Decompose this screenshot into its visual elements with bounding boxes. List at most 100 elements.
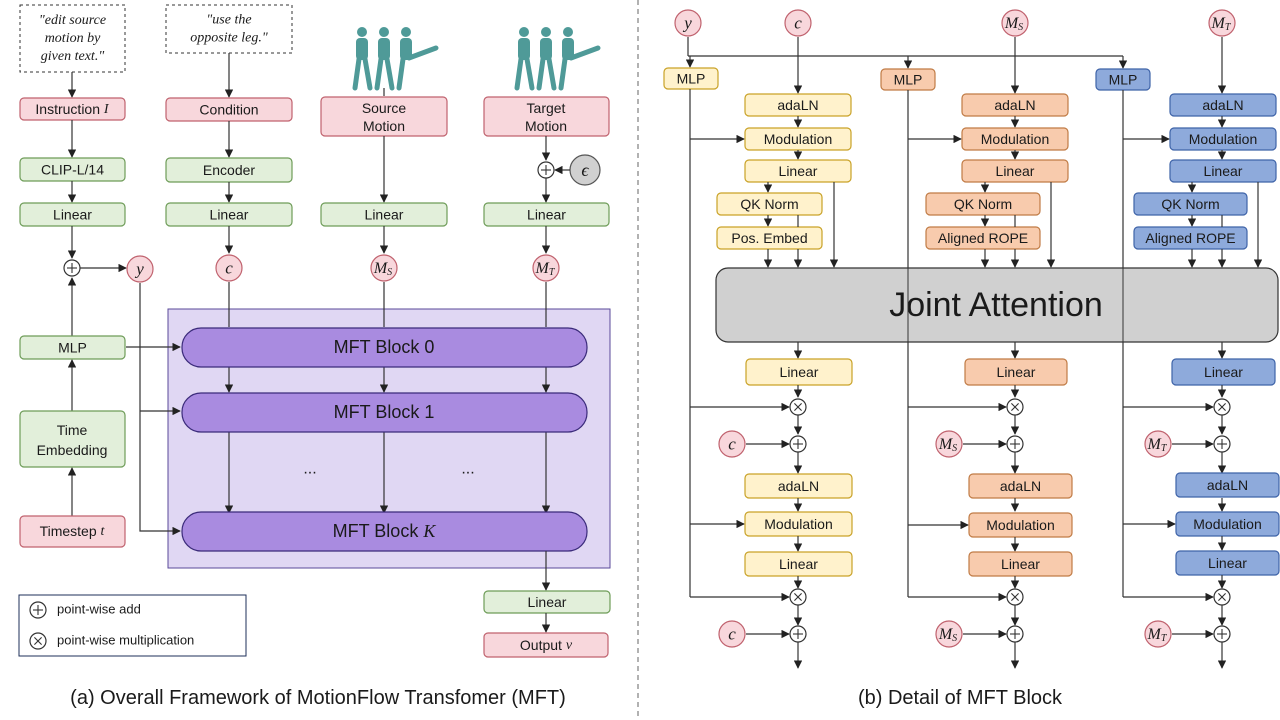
target-aligned-rope	[1133, 226, 1248, 250]
mft-block-1-label: MFT Block 1	[334, 402, 435, 422]
source-residual-2-base: M	[938, 626, 954, 643]
caption-left: (a) Overall Framework of MotionFlow Tran…	[70, 687, 566, 709]
condition-linear-1-label: Linear	[779, 163, 818, 179]
condition-pos-embed-label: Pos. Embed	[731, 230, 807, 246]
source-modulation-2-label: Modulation	[986, 517, 1055, 533]
target-mul-1-stroke-b	[1218, 403, 1226, 411]
output-label: Output v	[520, 637, 573, 653]
source-linear-2	[964, 358, 1068, 386]
source-adaln-2	[968, 473, 1073, 499]
linear-output-box	[483, 590, 611, 614]
condition-quote-line: opposite leg."	[190, 31, 268, 46]
condition-qknorm	[716, 192, 823, 216]
figure-leg	[524, 56, 535, 91]
condition-mlp-box-label: MLP	[677, 71, 706, 87]
source-linear-1-label: Linear	[996, 163, 1035, 179]
linear-condition-box-label: Linear	[210, 207, 249, 223]
mft-block-0-label-text: MFT Block 0	[334, 337, 435, 357]
target-linear-2-label: Linear	[1204, 364, 1243, 380]
target-aligned-rope-label: Aligned ROPE	[1145, 230, 1235, 246]
instruction-quote-line: "edit source	[39, 13, 106, 28]
target-qknorm-label: QK Norm	[1161, 196, 1219, 212]
mlp-time-box	[19, 335, 126, 360]
target-linear-3	[1175, 550, 1280, 576]
joint-attention-box	[715, 267, 1279, 343]
source-mul-1-stroke-b	[1011, 403, 1019, 411]
condition-linear-3-label: Linear	[779, 556, 818, 572]
target-modulation-2-label: Modulation	[1193, 516, 1262, 532]
source-linear-3-label: Linear	[1001, 556, 1040, 572]
mft-block-1	[181, 392, 588, 433]
condition-residual-1	[718, 430, 746, 458]
mft-block-2-label-var: K	[422, 521, 436, 541]
target-motion-line: Motion	[525, 118, 567, 134]
condition-quote	[165, 4, 293, 54]
source-residual-1	[935, 430, 963, 458]
time-embedding-line: Time	[57, 422, 88, 438]
source-aligned-rope	[925, 226, 1041, 250]
target-linear-2	[1171, 358, 1276, 386]
figure-head	[401, 27, 411, 37]
figure-head	[357, 27, 367, 37]
target-modulation-1-label: Modulation	[1189, 131, 1258, 147]
timestep-label: Timestep t	[40, 523, 106, 539]
detail-ms-variable-base: M	[1004, 15, 1020, 32]
instruction-quote-line: motion by	[45, 31, 101, 46]
ellipsis-left: ...	[303, 461, 316, 478]
timestep-box	[19, 515, 126, 548]
figure-torso	[540, 38, 552, 60]
timestep-label-var: t	[101, 524, 106, 539]
figure-kick-leg	[406, 45, 439, 61]
mft-block-2	[181, 511, 588, 552]
instruction-label-text: Instruction	[35, 101, 103, 117]
figure-torso	[518, 38, 530, 60]
figure-leg	[546, 56, 557, 91]
figure-leg	[352, 56, 362, 91]
mt-variable-symbol: MT	[535, 260, 556, 278]
figure-kick-leg	[568, 45, 601, 61]
detail-mt-variable	[1208, 9, 1236, 37]
mft-block-1-label-text: MFT Block 1	[334, 402, 435, 422]
figure-torso	[562, 38, 574, 60]
instruction-label-var: I	[103, 102, 110, 117]
condition-box-label: Condition	[199, 102, 258, 118]
target-motion-line: Target	[527, 100, 566, 116]
condition-linear-1	[744, 159, 852, 183]
target-adaln-2-label: adaLN	[1207, 477, 1248, 493]
instruction-quote-line: given text."	[41, 49, 105, 64]
arrow-y-blockK	[139, 283, 181, 536]
source-residual-2-sub: S	[952, 633, 957, 644]
time-embedding-line: Embedding	[37, 442, 108, 458]
detail-ms-variable-sub: S	[1018, 22, 1023, 33]
condition-pos-embed	[716, 226, 823, 250]
figure-leg	[558, 56, 568, 91]
target-mul-2-stroke-b	[1218, 593, 1226, 601]
target-qknorm	[1133, 192, 1248, 216]
ellipsis-right: ...	[461, 461, 474, 478]
condition-residual-2	[718, 620, 746, 648]
source-linear-2-label: Linear	[997, 364, 1036, 380]
target-residual-2-base: M	[1147, 626, 1163, 643]
linear-output-box-label: Linear	[528, 594, 567, 610]
ms-variable	[370, 254, 398, 282]
linear-source-box-label: Linear	[365, 207, 404, 223]
c-variable	[215, 254, 243, 282]
source-qknorm-label: QK Norm	[954, 196, 1012, 212]
source-adaln-2-label: adaLN	[1000, 478, 1041, 494]
detail-ms-variable	[1001, 9, 1029, 37]
timestep-label-text: Timestep	[40, 523, 101, 539]
linear-text-box-label: Linear	[53, 207, 92, 223]
detail-y-variable-symbol: y	[682, 14, 692, 33]
mt-variable-base: M	[535, 260, 551, 277]
mft-block-2-label: MFT Block K	[333, 521, 437, 541]
source-qknorm	[925, 192, 1041, 216]
figure-leg	[362, 56, 373, 91]
output-box	[483, 632, 609, 658]
instruction-label: Instruction I	[35, 101, 109, 117]
condition-mul-2-stroke-b	[794, 593, 802, 601]
target-linear-3-label: Linear	[1208, 555, 1247, 571]
source-residual-1-base: M	[938, 436, 954, 453]
condition-modulation-1-label: Modulation	[764, 131, 833, 147]
mft-block-0	[181, 327, 588, 368]
